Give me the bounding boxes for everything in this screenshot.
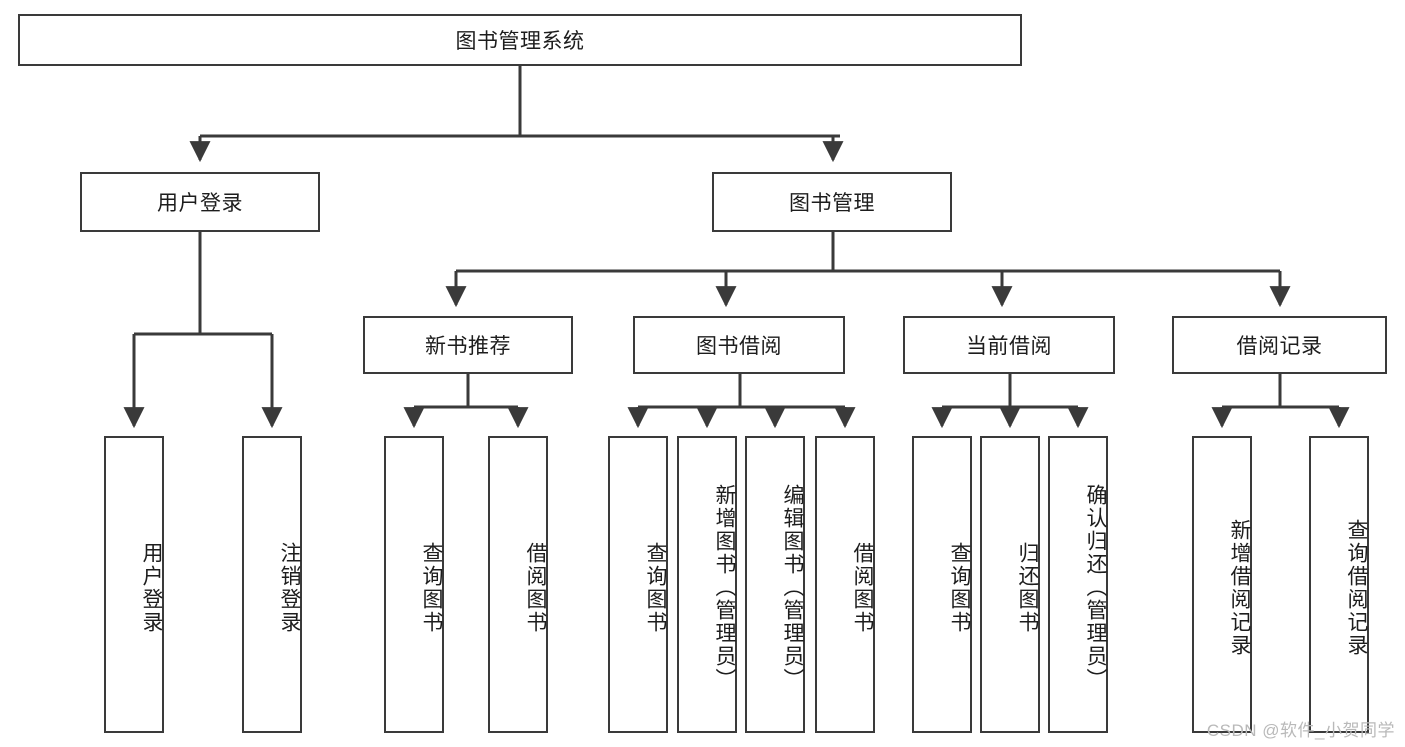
node-user-login[interactable]: 用户登录 (80, 172, 320, 232)
node-label: 查询图书 (644, 541, 667, 634)
node-root-system[interactable]: 图书管理系统 (18, 14, 1022, 66)
leaf-book-borrow-query[interactable]: 查询图书 (608, 436, 668, 733)
node-book-borrow[interactable]: 图书借阅 (633, 316, 845, 374)
node-current-borrow[interactable]: 当前借阅 (903, 316, 1115, 374)
node-label: 借阅记录 (1236, 335, 1323, 358)
leaf-current-borrow-confirm-return[interactable]: 确认归还（管理员） (1048, 436, 1108, 733)
node-label: 查询图书 (948, 541, 971, 634)
leaf-user-login-logout[interactable]: 注销登录 (242, 436, 302, 733)
node-label: 借阅图书 (524, 541, 547, 634)
node-borrow-record[interactable]: 借阅记录 (1172, 316, 1387, 374)
leaf-new-book-query[interactable]: 查询图书 (384, 436, 444, 733)
leaf-book-borrow-add[interactable]: 新增图书（管理员） (677, 436, 737, 733)
leaf-new-book-borrow[interactable]: 借阅图书 (488, 436, 548, 733)
leaf-current-borrow-query[interactable]: 查询图书 (912, 436, 972, 733)
node-label: 确认归还（管理员） (1084, 484, 1107, 691)
leaf-book-borrow-edit[interactable]: 编辑图书（管理员） (745, 436, 805, 733)
leaf-user-login-login[interactable]: 用户登录 (104, 436, 164, 733)
node-label: 编辑图书（管理员） (781, 484, 804, 691)
leaf-book-borrow-borrow[interactable]: 借阅图书 (815, 436, 875, 733)
node-label: 新书推荐 (425, 335, 511, 358)
leaf-borrow-record-add[interactable]: 新增借阅记录 (1192, 436, 1252, 733)
node-label: 新增图书（管理员） (713, 484, 736, 691)
node-label: 用户登录 (140, 541, 163, 634)
node-book-management[interactable]: 图书管理 (712, 172, 952, 232)
node-label: 查询图书 (420, 541, 443, 634)
leaf-current-borrow-return[interactable]: 归还图书 (980, 436, 1040, 733)
leaf-borrow-record-query[interactable]: 查询借阅记录 (1309, 436, 1369, 733)
node-label: 查询借阅记录 (1345, 518, 1368, 657)
node-label: 新增借阅记录 (1228, 518, 1251, 657)
node-label: 归还图书 (1016, 541, 1039, 634)
watermark-text: CSDN @软件_小贺同学 (1206, 721, 1395, 740)
node-label: 借阅图书 (851, 541, 874, 634)
node-label: 图书管理 (789, 192, 875, 215)
node-label: 当前借阅 (966, 335, 1052, 358)
node-label: 图书借阅 (696, 335, 782, 358)
node-label: 图书管理系统 (455, 30, 585, 53)
node-label: 用户登录 (157, 192, 243, 215)
node-label: 注销登录 (278, 541, 301, 634)
node-new-book-recommend[interactable]: 新书推荐 (363, 316, 573, 374)
